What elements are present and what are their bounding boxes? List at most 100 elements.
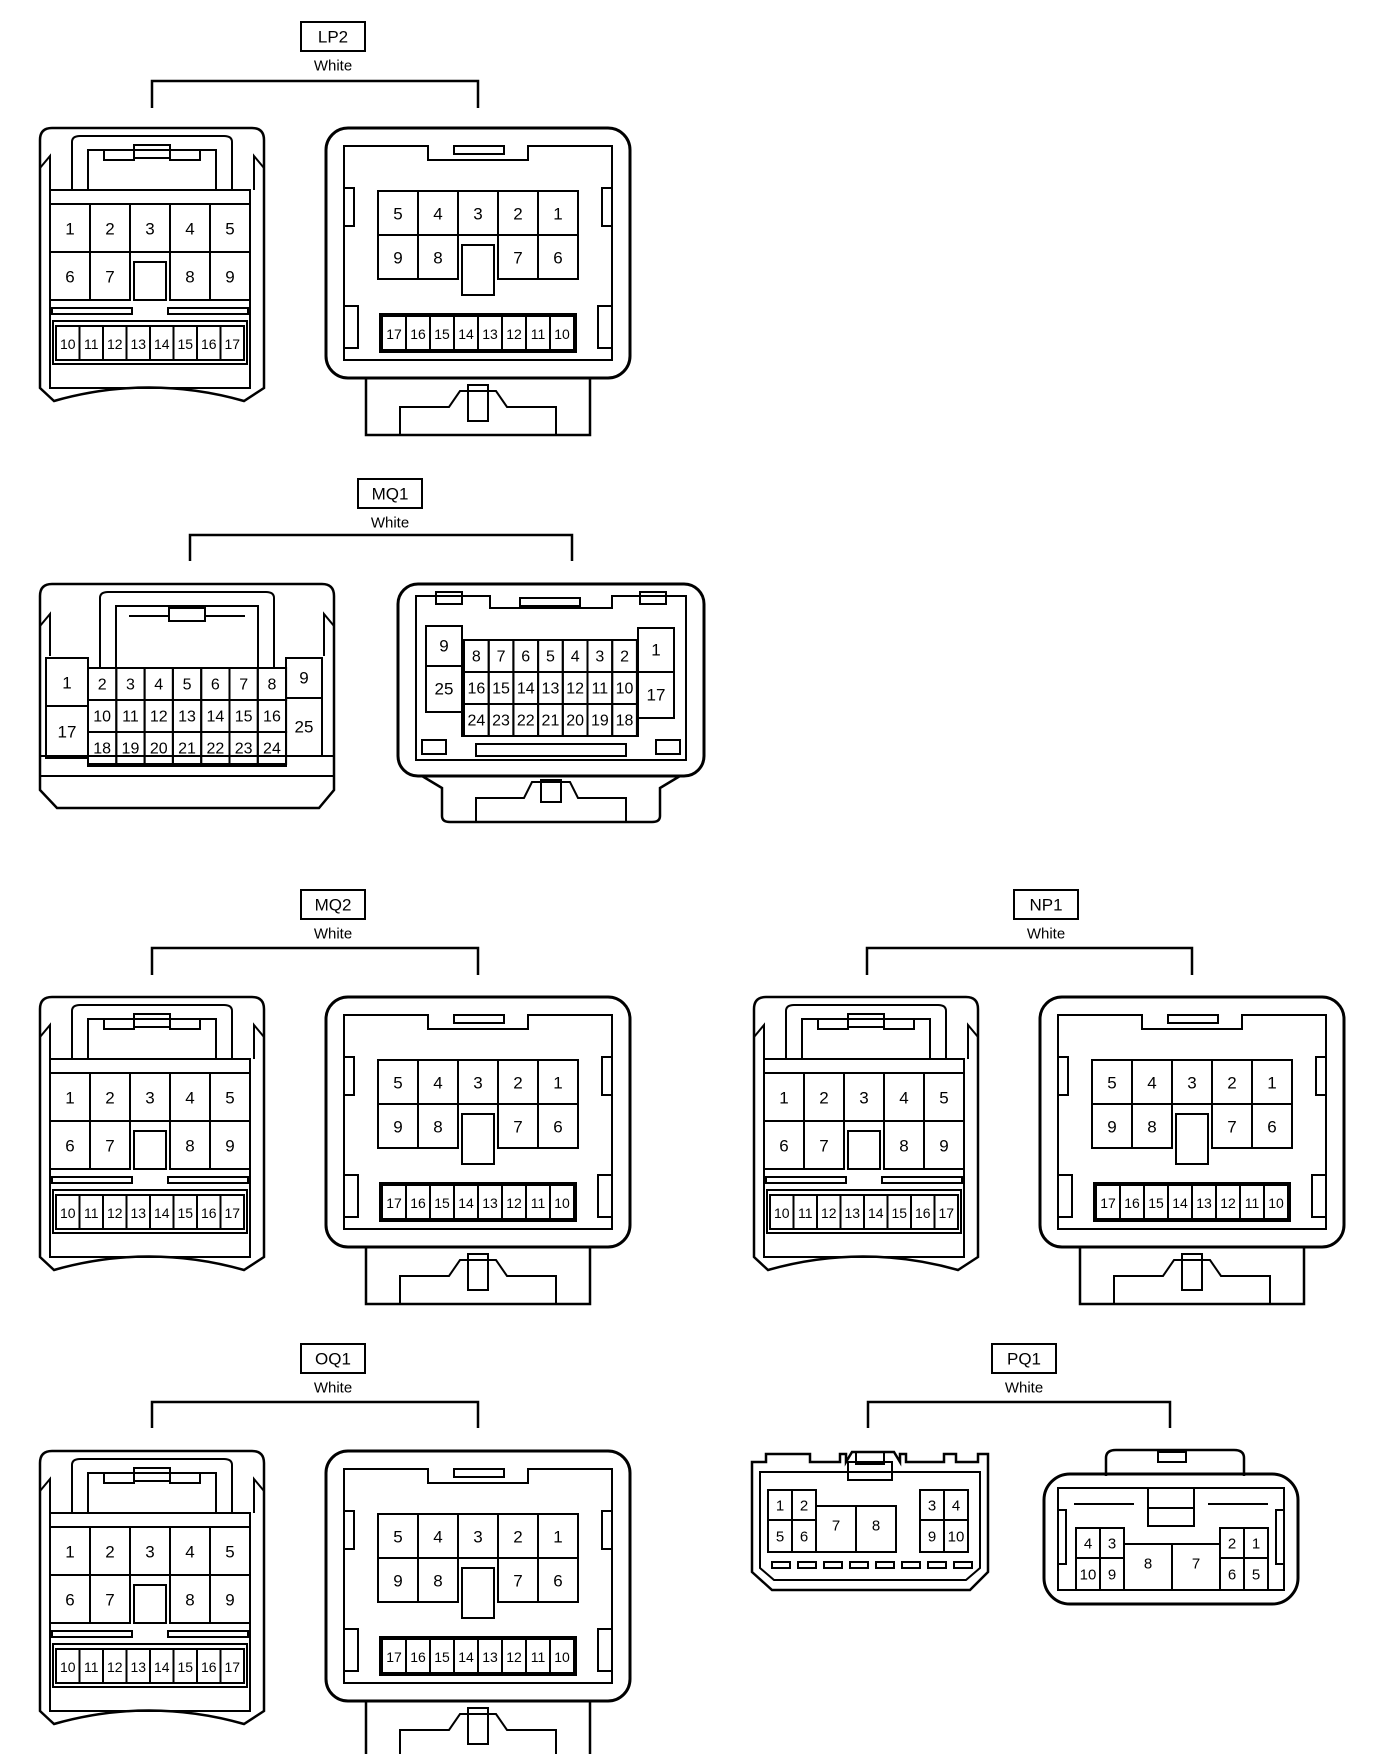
pin-number: 13 <box>130 336 146 352</box>
pin-number: 9 <box>439 637 448 656</box>
connector-label: MQ1 <box>372 485 409 504</box>
side-rib <box>1057 1174 1073 1218</box>
pin-number: 4 <box>185 1089 194 1108</box>
pin-number: 17 <box>386 1649 402 1665</box>
side-rib <box>601 1056 613 1096</box>
separator-bar <box>167 307 249 315</box>
pin-number: 13 <box>178 709 196 726</box>
pin-cell <box>209 251 251 301</box>
lock-housing-inner <box>399 1259 557 1304</box>
pin-number: 13 <box>1196 1195 1212 1211</box>
housing-inner <box>343 1468 613 1684</box>
guide-slot <box>453 1468 505 1478</box>
pin-number: 4 <box>433 1528 442 1547</box>
pin-number: 13 <box>482 1195 498 1211</box>
pin-number: 2 <box>1228 1536 1236 1553</box>
lock-arm-inner <box>87 1018 217 1059</box>
pin-number: 23 <box>492 713 510 730</box>
lock-latch <box>847 1461 893 1481</box>
pin-number: 11 <box>84 1205 99 1221</box>
pin-block <box>766 1189 962 1234</box>
pin-block <box>379 1636 577 1676</box>
polarizing-key <box>461 244 495 296</box>
lock-latch <box>1157 1451 1187 1463</box>
pin-number: 9 <box>1107 1118 1116 1137</box>
pin-block <box>52 1189 248 1234</box>
pin-number: 10 <box>774 1205 790 1221</box>
pin-number: 2 <box>620 649 629 666</box>
polarizing-key <box>847 1130 881 1170</box>
pin-cell <box>637 671 675 719</box>
pin-number: 19 <box>591 713 609 730</box>
side-rib <box>343 1056 355 1096</box>
pin-number: 25 <box>295 718 314 737</box>
pin-number: 2 <box>513 1528 522 1547</box>
pin-number: 7 <box>105 268 114 287</box>
pin-number: 13 <box>130 1659 146 1675</box>
pin-number: 12 <box>107 336 123 352</box>
housing-outline <box>38 995 266 1272</box>
connector-bracket <box>865 946 1194 975</box>
drain-slot <box>771 1561 791 1569</box>
pin-number: 3 <box>859 1089 868 1108</box>
lock-latch <box>168 607 206 622</box>
guide-slot <box>519 597 581 607</box>
pin-number: 22 <box>206 741 224 758</box>
pin-number: 5 <box>225 1543 234 1562</box>
pin-number: 16 <box>410 326 426 342</box>
pin-number: 15 <box>434 326 450 342</box>
lock-latch <box>133 1013 171 1028</box>
pin-number: 17 <box>386 326 402 342</box>
pin-number: 25 <box>435 680 454 699</box>
housing-outline <box>38 582 336 810</box>
connector-color: White <box>371 515 409 532</box>
pin-number: 12 <box>566 681 584 698</box>
pin-number: 12 <box>506 1195 522 1211</box>
pin-number: 18 <box>616 713 634 730</box>
housing-edge <box>39 1476 51 1513</box>
pin-number: 21 <box>178 741 196 758</box>
lock-housing <box>364 378 592 437</box>
pin-number: 1 <box>553 1074 562 1093</box>
pin-number: 5 <box>1252 1567 1260 1584</box>
drain-slot <box>953 1561 973 1569</box>
pin-number: 6 <box>1267 1118 1276 1137</box>
pin-number: 17 <box>224 1205 240 1221</box>
pin-number: 6 <box>65 1137 74 1156</box>
connector-bracket <box>150 1400 480 1428</box>
housing-inner <box>759 1471 981 1581</box>
pin-number: 3 <box>126 677 135 694</box>
pin-number: 3 <box>145 1543 154 1562</box>
pin-number: 2 <box>513 205 522 224</box>
drain-slot <box>927 1561 947 1569</box>
pin-number: 9 <box>299 669 308 688</box>
pin-number: 23 <box>235 741 253 758</box>
connector-label-box <box>1013 889 1079 920</box>
lock-housing <box>364 1247 592 1306</box>
pin-number: 9 <box>225 1137 234 1156</box>
housing-edge <box>39 1022 51 1059</box>
pin-number: 11 <box>531 326 546 342</box>
pin-number: 4 <box>1084 1536 1092 1553</box>
connector-bracket <box>150 79 480 108</box>
pin-number: 1 <box>65 220 74 239</box>
polarizing-key <box>133 1130 167 1170</box>
pin-number: 1 <box>65 1089 74 1108</box>
housing-inner <box>343 1014 613 1230</box>
pin-number: 8 <box>1144 1556 1152 1573</box>
pin-number: 2 <box>105 220 114 239</box>
pin-number: 9 <box>939 1137 948 1156</box>
pin-number: 10 <box>554 1649 570 1665</box>
pin-number: 15 <box>177 1659 193 1675</box>
pin-number: 5 <box>939 1089 948 1108</box>
pin-number: 16 <box>467 681 485 698</box>
pin-number: 3 <box>473 1528 482 1547</box>
connector-label-box <box>300 889 366 920</box>
pin-number: 5 <box>393 1074 402 1093</box>
